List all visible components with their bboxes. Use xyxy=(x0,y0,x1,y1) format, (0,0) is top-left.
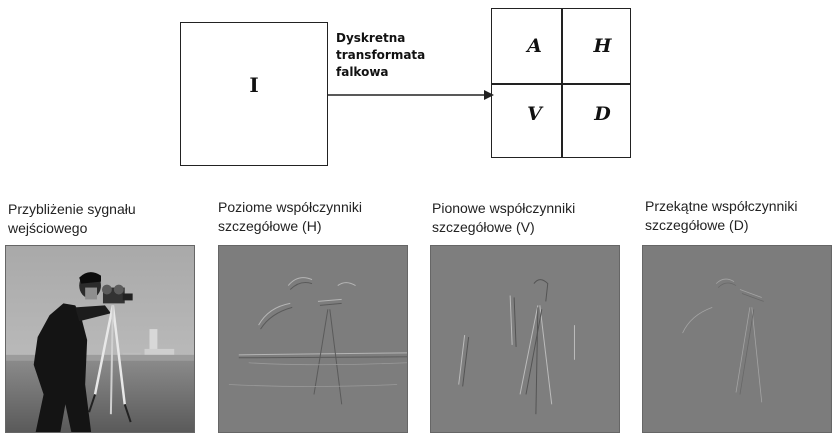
grid-divider-horizontal xyxy=(492,83,630,85)
quadrant-horizontal: H xyxy=(593,35,612,57)
caption-vertical: Pionowe współczynniki szczegółowe (V) xyxy=(432,200,576,235)
caption-diagonal: Przekątne współczynniki szczegółowe (D) xyxy=(645,198,798,233)
vertical-details-image xyxy=(430,245,620,433)
transform-arrow xyxy=(328,90,494,100)
input-image-box: I xyxy=(180,22,328,166)
quadrant-vertical: V xyxy=(527,103,542,125)
diagonal-details-image xyxy=(642,245,832,433)
quadrant-diagonal: D xyxy=(594,103,611,125)
input-label: I xyxy=(249,73,259,97)
quadrant-approximation: A xyxy=(527,35,542,57)
horizontal-details-image xyxy=(218,245,408,433)
approximation-image xyxy=(5,245,195,433)
transform-label: Dyskretna transformata falkowa xyxy=(336,31,426,79)
caption-horizontal: Poziome współczynniki szczegółowe (H) xyxy=(218,199,362,234)
caption-approximation: Przybliżenie sygnału wejściowego xyxy=(8,201,136,236)
subband-grid: A H V D xyxy=(491,8,631,158)
